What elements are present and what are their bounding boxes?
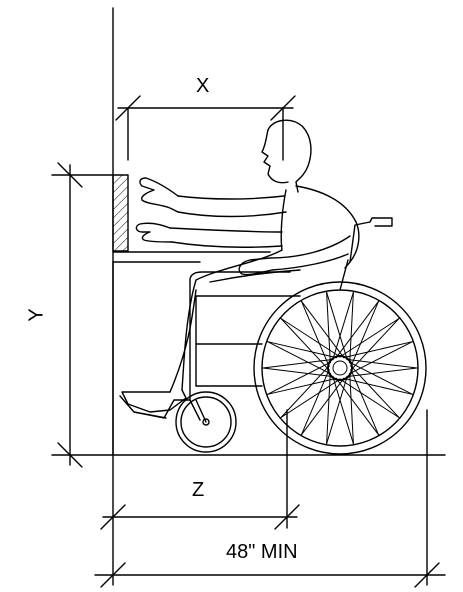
wheel-spoke [326,291,331,364]
wheel-spoke [332,291,354,361]
wheel-spoke [335,300,379,359]
wheelchair-rear-wheel [253,281,427,455]
wheel-spoke [326,375,348,445]
wheel-spoke [262,358,334,369]
wheel-spoke [346,367,418,378]
wheel-spoke [326,291,348,361]
wheel-spoke [349,372,354,445]
wheel-spoke [280,365,330,418]
person-head [261,119,312,193]
dimension-x-label: X [196,75,210,97]
wheel-spoke [350,318,400,371]
wheelchair-frame [133,217,393,421]
wheel-spoke [343,377,413,395]
wheel-spoke [280,318,330,371]
person-upper-hand [139,177,179,213]
person-legs [169,249,301,393]
wheelchair-caster-wheel [175,391,237,453]
wheel-spoke [350,365,400,418]
wheel-spoke [267,361,332,395]
dimension-48-min-label: 48" MIN [226,541,298,563]
dimension-z-label: Z [192,479,205,501]
dimension-y-label: Y [25,308,48,322]
wall-control-hatch [112,174,129,252]
wheel-spoke [348,341,413,375]
wheel-spoke [339,378,400,418]
wheel-spoke [267,377,337,395]
wheelchair-footrest [119,395,167,419]
wheel-spoke [301,377,345,436]
counter [112,251,271,456]
person-torso [280,185,360,269]
wheel-spoke [301,300,330,367]
wheel-spoke [332,375,354,445]
person-upper-arm [177,195,287,218]
dimension-48-min [94,409,446,588]
wheel-spoke [350,300,379,367]
dimension-x [115,95,296,161]
wheel-spoke [301,369,330,436]
wheel-spoke [346,358,418,369]
person-lower-arm [169,227,283,248]
wheel-spoke [350,369,379,436]
wheel-spoke [301,300,345,359]
wheel-spoke [339,318,400,358]
person-armrest-arm [238,235,351,276]
wheel-spoke [343,341,413,359]
wheel-spoke [267,341,337,359]
dimension-z [100,409,300,586]
person-lower-hand [135,222,173,243]
wheel-spoke [267,341,332,375]
dimension-y [51,162,113,468]
wheel-spoke [280,378,341,418]
wheel-spoke [349,291,354,364]
wheel-spoke [280,318,341,358]
wheel-spoke [335,377,379,436]
wheel-spoke [348,361,413,395]
wheel-spoke [262,367,334,378]
wheel-spoke [326,372,331,445]
